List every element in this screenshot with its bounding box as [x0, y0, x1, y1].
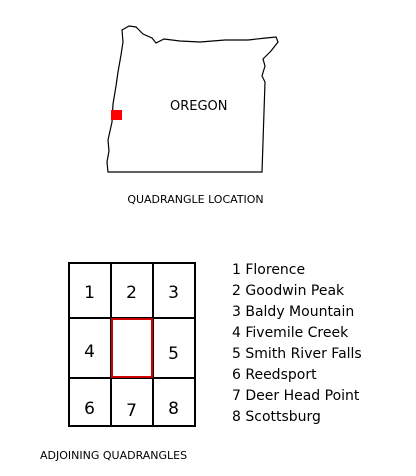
- grid-cell-5: 5: [168, 344, 179, 364]
- current-quadrangle-highlight: [111, 318, 153, 378]
- grid-cell-4: 4: [84, 342, 95, 362]
- grid-cell-3: 3: [168, 283, 179, 303]
- legend-item: 2 Goodwin Peak: [232, 283, 345, 299]
- legend-item: 5 Smith River Falls: [232, 346, 362, 362]
- legend-item: 4 Fivemile Creek: [232, 325, 349, 341]
- grid-cell-8: 8: [168, 399, 179, 419]
- legend-item: 6 Reedsport: [232, 367, 317, 383]
- legend-item: 7 Deer Head Point: [232, 388, 360, 404]
- oregon-state-outline: [106, 25, 279, 173]
- legend-item: 1 Florence: [232, 262, 306, 278]
- legend-item: 8 Scottsburg: [232, 409, 321, 425]
- quadrangle-legend: 1 Florence 2 Goodwin Peak 3 Baldy Mounta…: [232, 260, 362, 428]
- grid-cell-7: 7: [126, 401, 137, 421]
- adjoining-quadrangles-grid: 1 2 3 4 5 6 7 8: [68, 262, 196, 427]
- grid-cell-6: 6: [84, 399, 95, 419]
- quadrangle-location-marker: [111, 110, 122, 120]
- quadrangle-location-caption: QUADRANGLE LOCATION: [127, 193, 264, 206]
- oregon-outline-map: [106, 25, 279, 173]
- legend-item: 3 Baldy Mountain: [232, 304, 355, 320]
- adjoining-quadrangles-caption: ADJOINING QUADRANGLES: [40, 449, 188, 462]
- grid-cell-2: 2: [126, 283, 137, 303]
- grid-cell-1: 1: [84, 283, 95, 303]
- state-name-label: OREGON: [170, 99, 228, 114]
